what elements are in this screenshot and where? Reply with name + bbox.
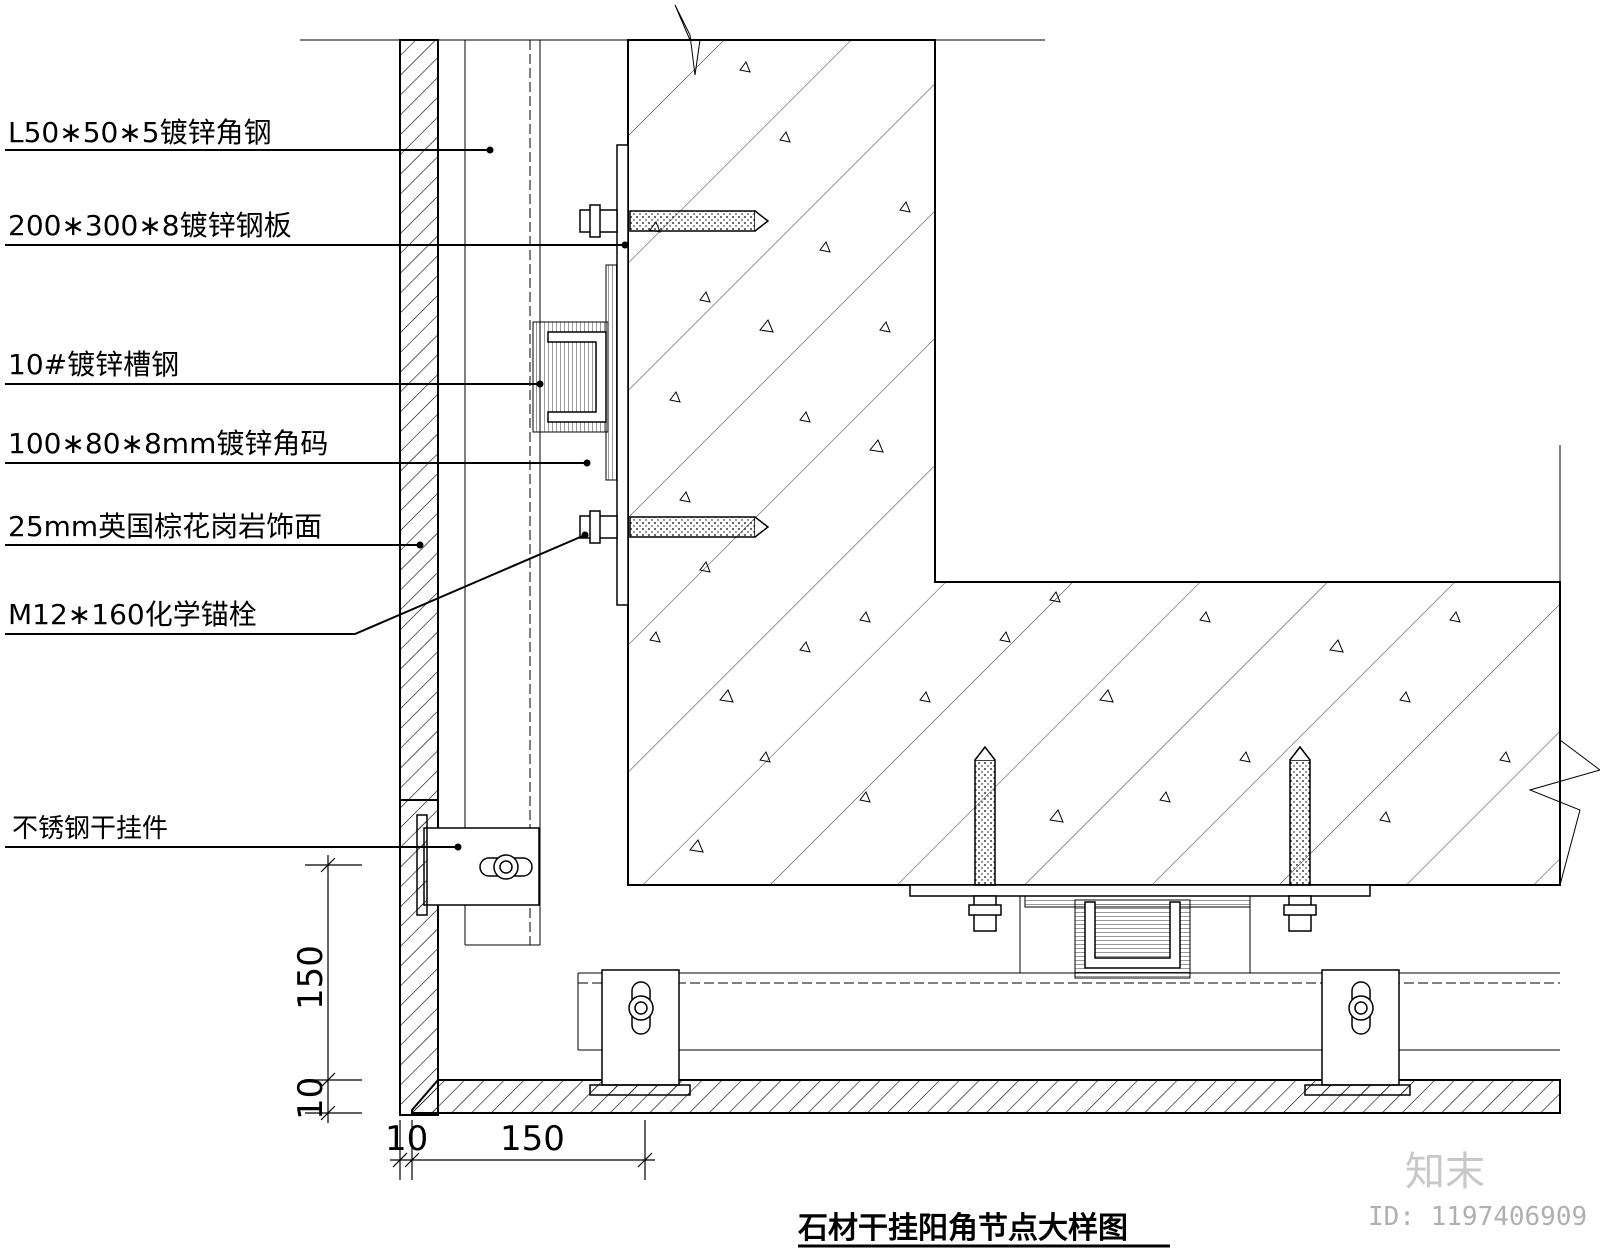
dim-horizontal-150: 150 <box>500 1119 565 1159</box>
anchor-bolt-upper <box>579 204 770 238</box>
stone-facing-vertical <box>399 39 439 1116</box>
channel-steel-vertical <box>532 321 609 433</box>
drawing-title: 石材干挂阳角节点大样图 <box>797 1211 1128 1246</box>
stone-facing-horizontal <box>411 1079 1561 1114</box>
angle-steel-vertical <box>464 40 541 946</box>
label-granite-face: 25mm英国棕花岗岩饰面 <box>8 510 322 543</box>
dim-vertical-10: 10 <box>291 1077 331 1120</box>
stainless-hanger-bottom-left <box>589 969 691 1096</box>
stainless-hanger-bottom-right <box>1304 969 1411 1096</box>
label-chemical-anchor: M12∗160化学锚栓 <box>8 598 257 631</box>
label-corner-code: 100∗80∗8mm镀锌角码 <box>8 427 328 460</box>
angle-steel-horizontal <box>577 972 1560 1051</box>
stainless-hanger-left <box>416 814 540 916</box>
label-channel-steel: 10#镀锌槽钢 <box>8 348 179 381</box>
concrete-wall <box>627 4 1600 886</box>
label-angle-steel: L50∗50∗5镀锌角钢 <box>8 116 272 149</box>
dimension-lines <box>305 855 655 1180</box>
anchor-bolt-bottom-left <box>968 745 1002 932</box>
dim-horizontal-10: 10 <box>385 1119 428 1159</box>
anchor-bolt-lower <box>579 510 770 544</box>
label-stainless-hanger: 不锈钢干挂件 <box>12 814 168 844</box>
anchor-bolt-bottom-right <box>1283 745 1317 932</box>
dim-vertical-150: 150 <box>291 945 331 1010</box>
watermark-id: ID: 1197406909 <box>1368 1202 1587 1232</box>
channel-steel-horizontal <box>1074 899 1191 979</box>
label-steel-plate: 200∗300∗8镀锌钢板 <box>8 209 292 242</box>
leader-lines <box>5 146 629 851</box>
watermark-brand: 知末 <box>1405 1149 1485 1195</box>
